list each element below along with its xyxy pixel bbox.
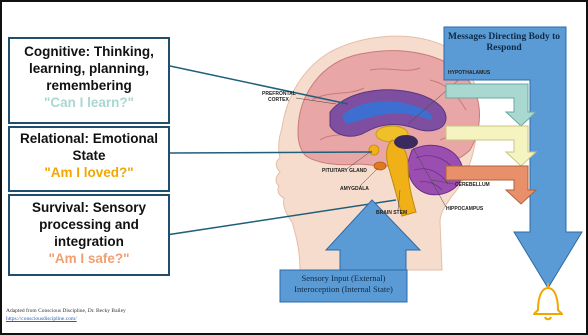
survival-quote: "Am I safe?" — [10, 250, 168, 267]
relational-text: Relational: Emotional State — [10, 130, 168, 164]
pituitary-gland — [369, 145, 379, 155]
credit-text: Adapted from Conscious Discipline, Dr. B… — [6, 308, 126, 314]
messages-title: Messages Directing Body to Respond — [444, 32, 564, 54]
cognitive-quote: "Can I learn?" — [10, 94, 168, 111]
relational-quote: "Am I loved?" — [10, 164, 168, 181]
relational-box: Relational: Emotional State "Am I loved?… — [8, 126, 170, 192]
amygdala-shape — [374, 162, 386, 170]
label-pituitary: PITUITARY GLAND — [322, 168, 367, 174]
label-hippocampus: HIPPOCAMPUS — [446, 206, 484, 212]
credit: Adapted from Conscious Discipline, Dr. B… — [6, 307, 126, 323]
survival-box: Survival: Sensory processing and integra… — [8, 194, 170, 276]
leader-line-relational — [170, 152, 372, 153]
label-amygdala: AMYGDALA — [340, 186, 369, 192]
bell-icon — [534, 283, 562, 319]
label-brain-stem: BRAIN STEM — [376, 210, 407, 216]
cognitive-text: Cognitive: Thinking, learning, planning,… — [10, 43, 168, 94]
label-cerebellum: CEREBELLUM — [455, 182, 490, 188]
label-prefrontal-line2: CORTEX — [268, 97, 290, 103]
survival-text: Survival: Sensory processing and integra… — [10, 199, 168, 250]
credit-link[interactable]: https://consciousdiscipline.com/ — [6, 315, 126, 323]
hippocampus-shape — [394, 135, 418, 149]
cognitive-box: Cognitive: Thinking, learning, planning,… — [8, 37, 170, 124]
label-hypothalamus: HYPOTHALAMUS — [448, 70, 491, 76]
sensory-input-label: Sensory Input (External) Interoception (… — [281, 273, 406, 294]
